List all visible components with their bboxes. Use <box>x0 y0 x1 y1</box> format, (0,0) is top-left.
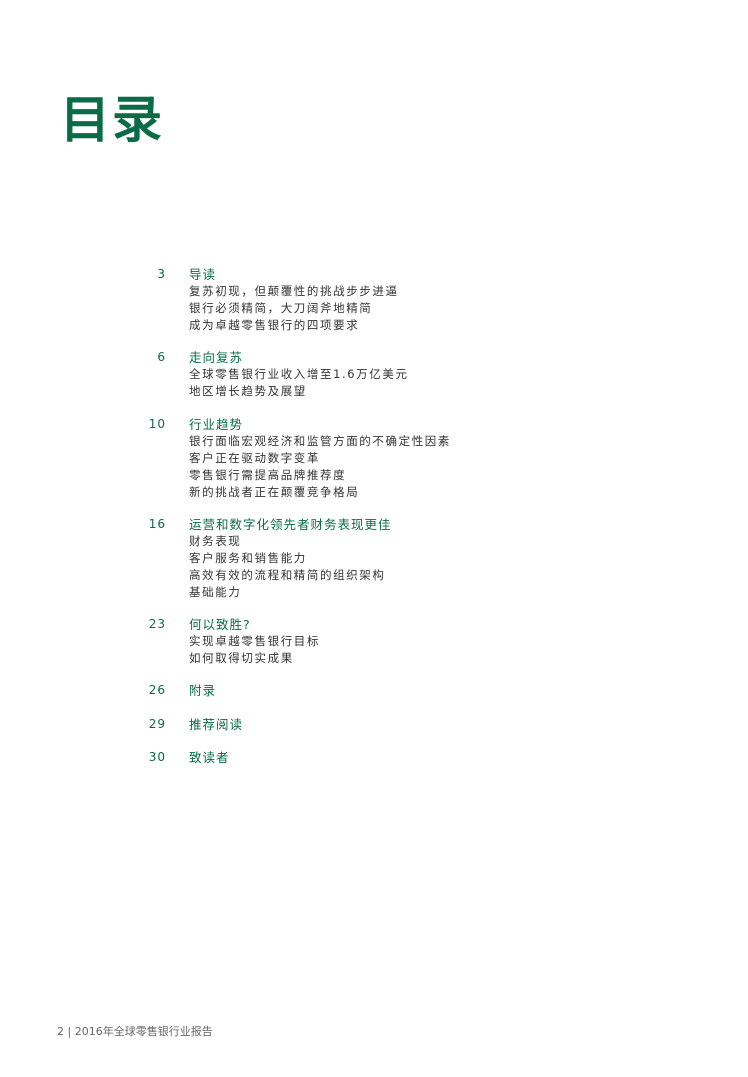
toc-section[interactable]: 30 致读者 <box>140 749 540 766</box>
toc-section[interactable]: 3 导读复苏初现，但颠覆性的挑战步步进逼银行必须精简，大刀阔斧地精简成为卓越零售银… <box>140 266 540 334</box>
toc-subitem[interactable]: 客户正在驱动数字变革 <box>189 451 320 465</box>
toc-subitem[interactable]: 成为卓越零售银行的四项要求 <box>189 318 360 332</box>
toc-page-number[interactable]: 10 <box>148 417 166 431</box>
toc-subitem[interactable]: 银行面临宏观经济和监管方面的不确定性因素 <box>189 434 451 448</box>
toc-section-title[interactable]: 附录 <box>189 683 217 698</box>
toc-section-title[interactable]: 运营和数字化领先者财务表现更佳 <box>189 517 392 532</box>
page-footer: 2 | 2016年全球零售银行业报告 <box>57 1025 213 1038</box>
toc-section[interactable]: 23 何以致胜? 实现卓越零售银行目标如何取得切实成果 <box>140 616 540 667</box>
page-title: 目录 <box>60 90 164 149</box>
toc-section[interactable]: 16 运营和数字化领先者财务表现更佳财务表现客户服务和销售能力高效有效的流程和精简… <box>140 516 540 601</box>
toc-page-number[interactable]: 16 <box>148 517 166 531</box>
toc-subitem[interactable]: 零售银行需提高品牌推荐度 <box>189 468 347 482</box>
toc-section[interactable]: 29 推荐阅读 <box>140 716 540 733</box>
toc-subitem[interactable]: 高效有效的流程和精简的组织架构 <box>189 568 386 582</box>
toc-section-title[interactable]: 行业趋势 <box>189 417 244 432</box>
toc-subitem[interactable]: 实现卓越零售银行目标 <box>189 634 320 648</box>
toc-subitem[interactable]: 新的挑战者正在颠覆竞争格局 <box>189 485 360 499</box>
toc-subitem[interactable]: 地区增长趋势及展望 <box>189 384 307 398</box>
toc-subitem[interactable]: 财务表现 <box>189 534 242 548</box>
toc-section[interactable]: 26 附录 <box>140 682 540 699</box>
toc-subitem[interactable]: 客户服务和销售能力 <box>189 551 307 565</box>
toc-subitem[interactable]: 复苏初现，但颠覆性的挑战步步进逼 <box>189 284 399 298</box>
toc-subitem[interactable]: 如何取得切实成果 <box>189 651 294 665</box>
toc-section-title[interactable]: 走向复苏 <box>189 350 244 365</box>
toc-page-number[interactable]: 23 <box>148 617 166 631</box>
toc-section[interactable]: 10 行业趋势银行面临宏观经济和监管方面的不确定性因素客户正在驱动数字变革零售银行… <box>140 416 540 501</box>
toc-page-number[interactable]: 26 <box>148 683 166 697</box>
toc-subitem[interactable]: 基础能力 <box>189 585 242 599</box>
toc-subitem[interactable]: 全球零售银行业收入增至1.6万亿美元 <box>189 367 409 381</box>
toc-section-title[interactable]: 致读者 <box>189 750 230 765</box>
toc-section-title[interactable]: 何以致胜? <box>189 617 251 632</box>
toc-page-number[interactable]: 6 <box>157 350 166 364</box>
toc-section-title[interactable]: 导读 <box>189 267 217 282</box>
toc-page-number[interactable]: 29 <box>148 717 166 731</box>
toc-page-number[interactable]: 3 <box>157 267 166 281</box>
toc-section[interactable]: 6 走向复苏全球零售银行业收入增至1.6万亿美元地区增长趋势及展望 <box>140 349 540 400</box>
toc-page-number[interactable]: 30 <box>148 750 166 764</box>
toc-subitem[interactable]: 银行必须精简，大刀阔斧地精简 <box>189 301 373 315</box>
toc-section-title[interactable]: 推荐阅读 <box>189 717 244 732</box>
